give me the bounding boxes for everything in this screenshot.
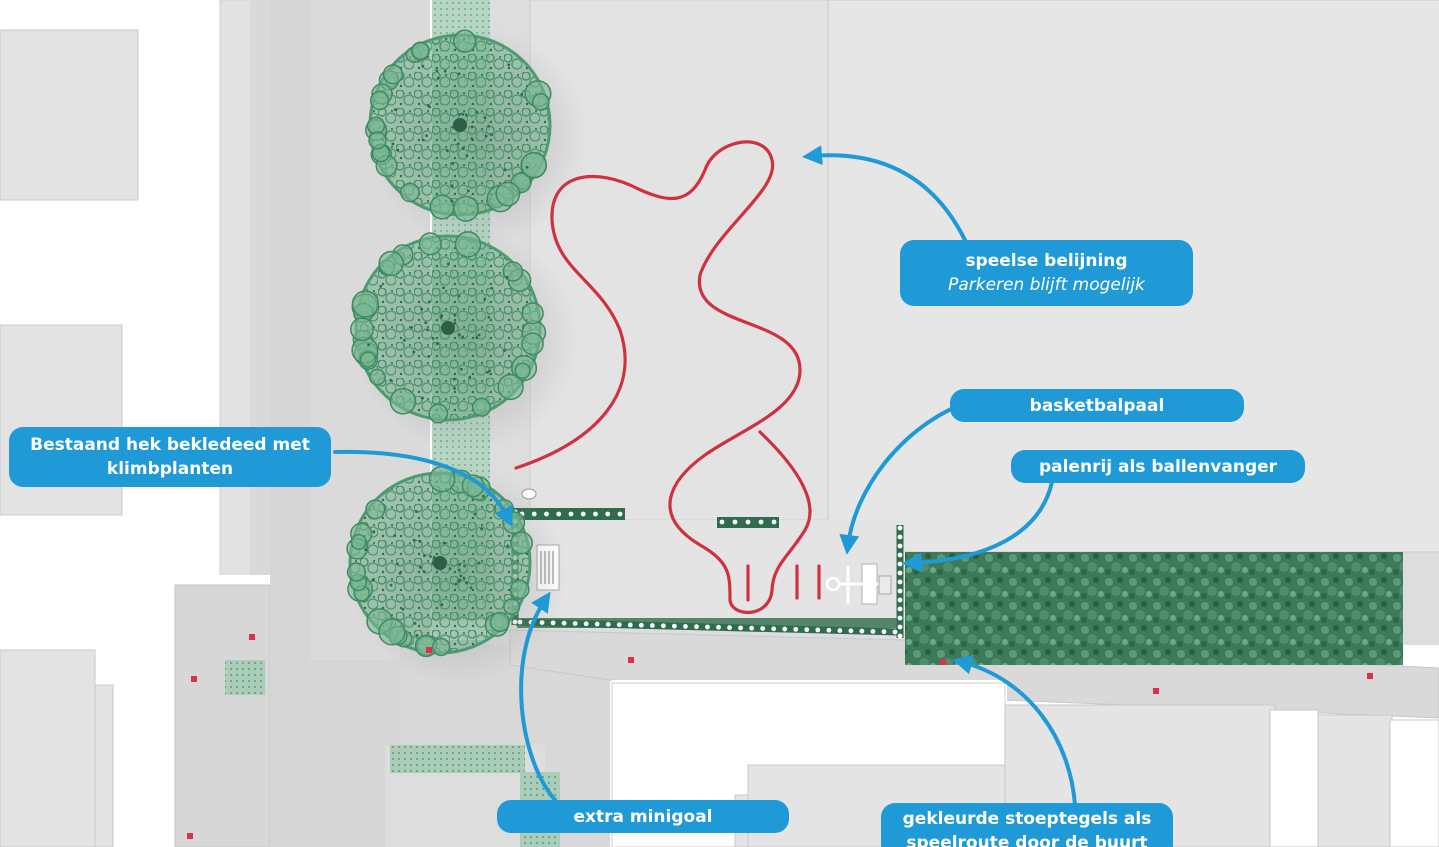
colored-tile	[1153, 688, 1159, 694]
label-speelse-belijning-subtitle: Parkeren blijft mogelijk	[948, 275, 1145, 295]
callout-arrows	[333, 145, 1077, 807]
label-extra-minigoal-text: extra minigoal	[573, 806, 713, 827]
colored-tile	[426, 647, 432, 653]
label-speelse-belijning: speelse belijning Parkeren blijft mogeli…	[900, 240, 1193, 306]
parking-square	[490, 0, 1439, 645]
label-speelse-belijning-title: speelse belijning	[965, 251, 1128, 271]
label-bestaand-hek-line1: Bestaand hek bekledeed met	[30, 435, 310, 455]
play-court	[511, 508, 905, 638]
label-basketbalpaal: basketbalpaal	[950, 389, 1244, 422]
tree-canopy-icon	[350, 228, 578, 452]
label-bestaand-hek: Bestaand hek bekledeed met klimbplanten	[9, 427, 331, 487]
colored-tile	[191, 676, 197, 682]
label-palenrij: palenrij als ballenvanger	[1011, 450, 1305, 483]
colored-tile	[628, 657, 634, 663]
basketball-hoop-icon	[825, 563, 892, 605]
hedge-field	[905, 552, 1403, 665]
colored-tile	[187, 833, 193, 839]
colored-tile	[249, 634, 255, 640]
label-stoeptegels: gekleurde stoeptegels als speelroute doo…	[881, 803, 1173, 847]
tree-canopy-icon	[346, 465, 568, 685]
label-extra-minigoal: extra minigoal	[497, 800, 789, 833]
colored-tiles	[187, 634, 1373, 839]
label-stoeptegels-line2: speelroute door de buurt	[906, 833, 1148, 847]
label-palenrij-text: palenrij als ballenvanger	[1038, 456, 1278, 477]
colored-tile	[1367, 673, 1373, 679]
play-lines	[514, 140, 821, 614]
label-bestaand-hek-line2: klimbplanten	[106, 459, 234, 479]
tree-canopy-icon	[365, 27, 588, 247]
label-basketbalpaal-text: basketbalpaal	[1029, 395, 1165, 416]
label-stoeptegels-line1: gekleurde stoeptegels als	[902, 809, 1152, 829]
colored-tile	[940, 659, 946, 665]
trees	[346, 27, 588, 685]
